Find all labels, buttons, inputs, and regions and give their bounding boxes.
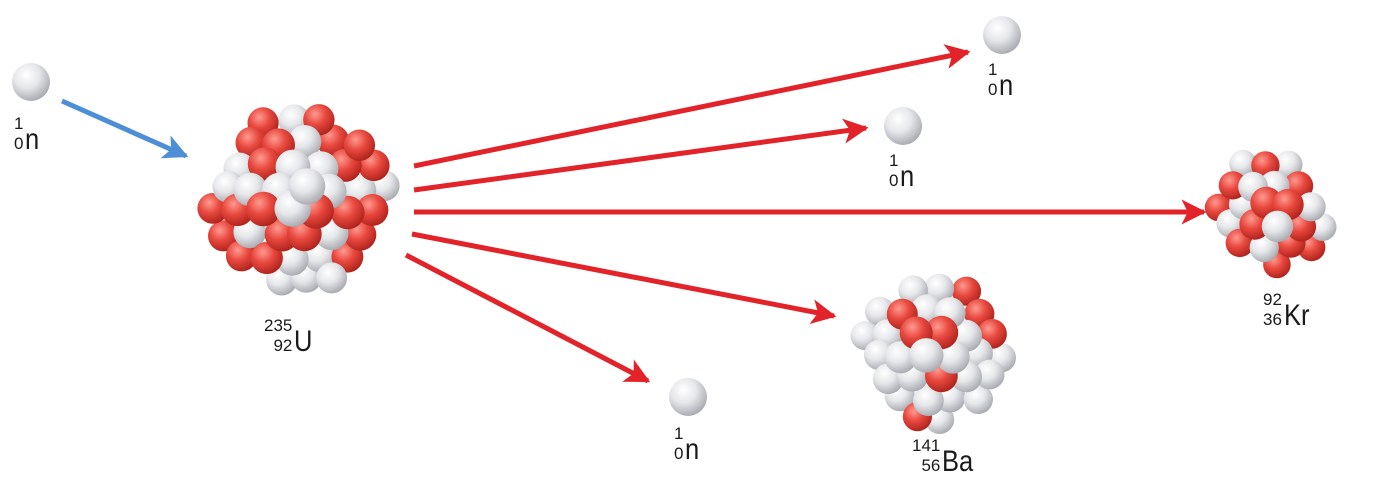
neutron [1229,149,1257,178]
arrow-to-barium [411,231,837,324]
proton [356,194,389,226]
neutron [1261,210,1294,243]
neutron [1296,192,1326,222]
barium-nucleus [850,273,1017,434]
proton [246,191,281,227]
proton [343,129,376,161]
neutron [865,296,895,327]
incoming-neutron-arrow [60,98,189,159]
neutron [316,262,348,294]
neutron [963,384,993,414]
proton [247,147,282,181]
krypton-nucleus [1204,149,1337,279]
neutron [913,385,944,417]
proton [951,276,982,306]
incoming-neutron-ball [12,63,50,101]
arrow-to-neutron-top [413,44,971,169]
neutron [909,338,944,373]
uranium-nucleus [197,104,400,296]
neutron-bottom-ball [669,378,707,416]
arrow-to-neutron-bottom [404,252,651,384]
neutron [288,168,326,205]
neutron [974,359,1005,390]
neutron-mid-ball [884,107,922,145]
neutron-top-ball [983,16,1021,54]
proton [208,220,239,252]
arrow-to-neutron-mid [413,118,869,193]
neutron [884,341,917,374]
neutron [288,125,322,159]
